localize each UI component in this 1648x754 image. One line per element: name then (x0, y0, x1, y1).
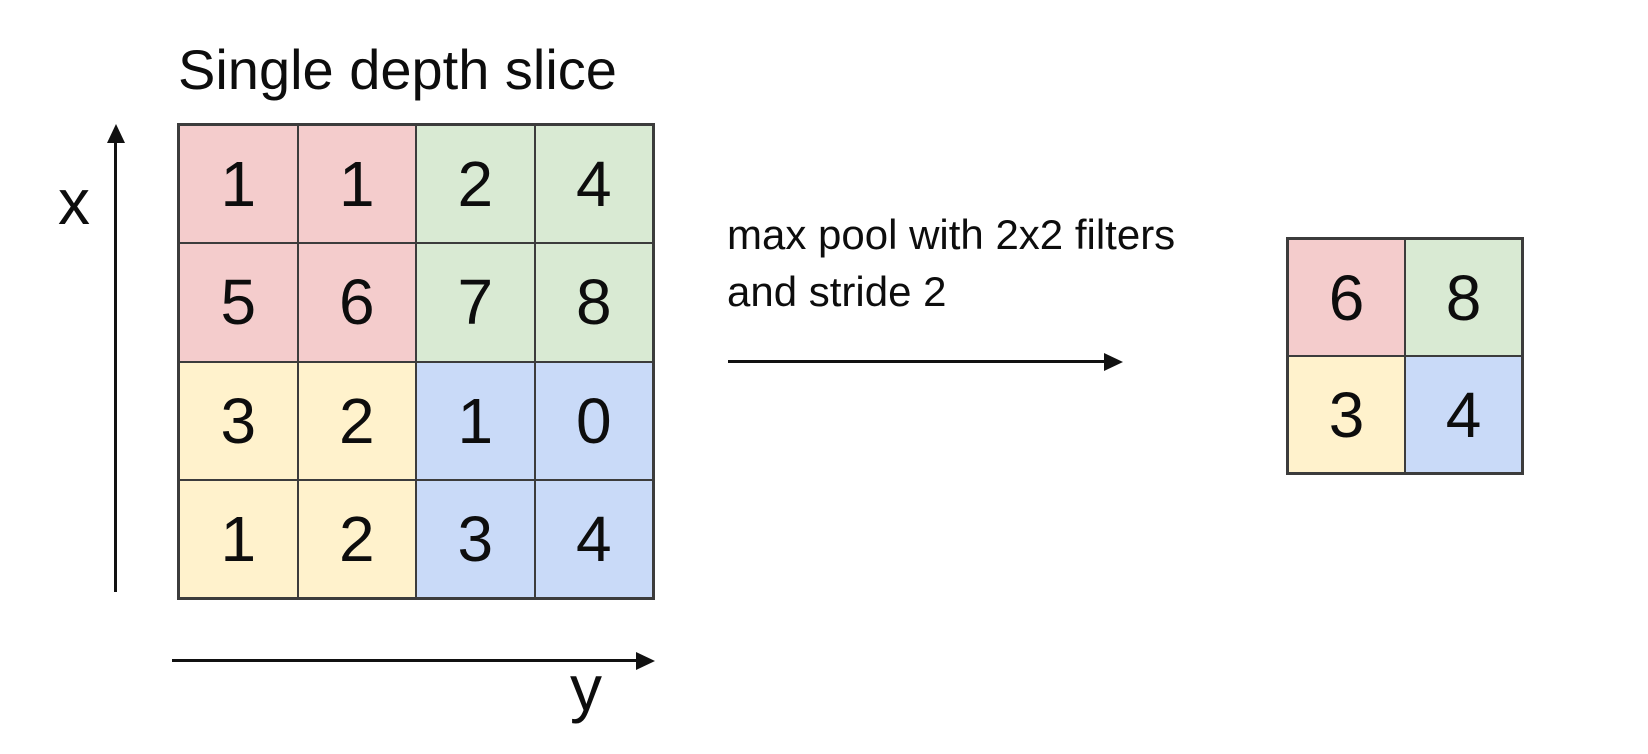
input-cell-r3c2: 3 (416, 479, 535, 598)
output-cell-r0c0: 6 (1288, 239, 1405, 356)
input-cell-r2c3: 0 (534, 361, 653, 480)
pooling-arrowhead-icon (1104, 353, 1123, 371)
output-cell-r0c1: 8 (1405, 239, 1522, 356)
input-grid: 1 1 2 4 5 6 7 8 3 2 1 0 1 2 3 4 (177, 123, 655, 600)
input-cell-r1c2: 7 (416, 243, 535, 362)
x-axis-arrow (114, 140, 117, 592)
pooling-arrow (728, 360, 1106, 363)
y-axis-arrow (172, 659, 638, 662)
input-cell-r1c3: 8 (534, 243, 653, 362)
input-cell-r0c0: 1 (179, 125, 298, 244)
input-cell-r0c3: 4 (534, 125, 653, 244)
y-axis-arrowhead-icon (636, 652, 655, 670)
input-cell-r3c3: 4 (534, 479, 653, 598)
pooling-description: max pool with 2x2 filters and stride 2 (727, 206, 1175, 320)
x-axis-arrowhead-icon (107, 124, 125, 143)
x-axis-label: x (58, 166, 90, 238)
input-cell-r0c2: 2 (416, 125, 535, 244)
pooling-description-line2: and stride 2 (727, 268, 947, 316)
input-cell-r1c1: 6 (297, 243, 416, 362)
diagram-title: Single depth slice (178, 38, 617, 101)
y-axis-label: y (570, 652, 602, 724)
input-cell-r0c1: 1 (297, 125, 416, 244)
input-cell-r1c0: 5 (179, 243, 298, 362)
input-cell-r2c1: 2 (297, 361, 416, 480)
pooling-description-line1: max pool with 2x2 filters (727, 211, 1176, 258)
output-grid: 6 8 3 4 (1286, 237, 1524, 475)
input-cell-r2c0: 3 (179, 361, 298, 480)
input-cell-r2c2: 1 (416, 361, 535, 480)
input-cell-r3c1: 2 (297, 479, 416, 598)
input-cell-r3c0: 1 (179, 479, 298, 598)
output-cell-r1c0: 3 (1288, 356, 1405, 473)
output-cell-r1c1: 4 (1405, 356, 1522, 473)
